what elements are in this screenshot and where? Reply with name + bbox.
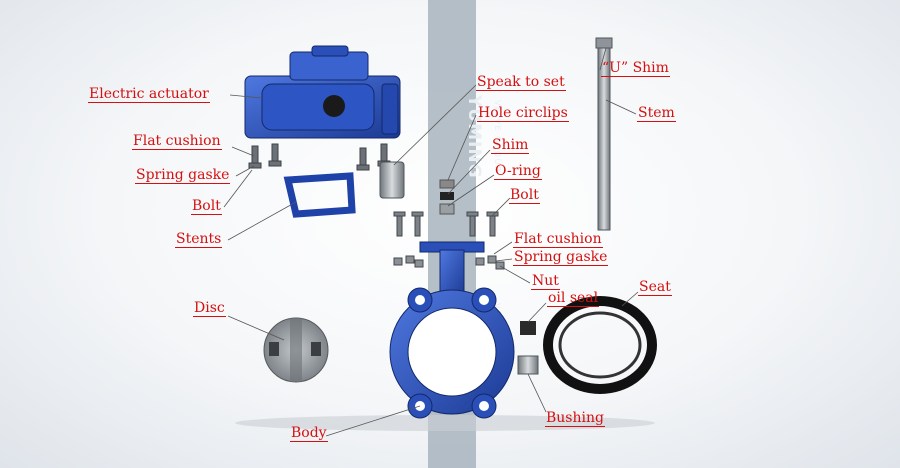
label-seat: Seat <box>638 279 672 296</box>
watermark-sub: VALVE GROUP <box>493 100 502 173</box>
bushing-part <box>517 355 539 375</box>
label-nut: Nut <box>531 273 560 290</box>
label-electric-actuator: Electric actuator <box>88 86 210 103</box>
label-hole-circlips: Hole circlips <box>477 105 569 122</box>
actuator-bolts <box>248 143 391 171</box>
label-body: Body <box>290 425 328 442</box>
nuts-washers <box>393 255 505 270</box>
disc-part <box>263 317 329 383</box>
seat-part <box>543 296 657 394</box>
label-bolt-left: Bolt <box>191 198 222 215</box>
floor-shadow <box>235 415 655 431</box>
label-oil-seal: oil seal <box>547 290 600 307</box>
label-flat-cushion-left: Flat cushion <box>132 133 222 150</box>
label-disc: Disc <box>193 300 226 317</box>
watermark-brand: YUMING <box>464 95 484 179</box>
stents-part <box>283 172 356 218</box>
oil-seal-part <box>520 321 536 335</box>
label-bolt-right: Bolt <box>509 187 540 204</box>
label-spring-gasket-right: Spring gaske <box>513 249 609 266</box>
stem-small-parts <box>439 179 455 215</box>
speak-to-set-part <box>379 161 405 199</box>
label-speak-to-set: Speak to set <box>476 74 566 91</box>
flange-bolts <box>393 211 499 237</box>
label-o-ring: O-ring <box>494 163 542 180</box>
valve-body-part <box>389 241 515 419</box>
label-bushing: Bushing <box>545 410 605 427</box>
electric-actuator-part <box>244 45 401 139</box>
label-spring-gasket-left: Spring gaske <box>135 167 231 184</box>
stem-part <box>595 37 613 231</box>
label-stem: Stem <box>637 105 676 122</box>
label-u-shim: “U” Shim <box>601 60 670 77</box>
leader-lines <box>223 47 639 437</box>
label-shim: Shim <box>491 137 530 154</box>
label-stents: Stents <box>175 231 223 248</box>
label-flat-cushion-right: Flat cushion <box>513 231 603 248</box>
